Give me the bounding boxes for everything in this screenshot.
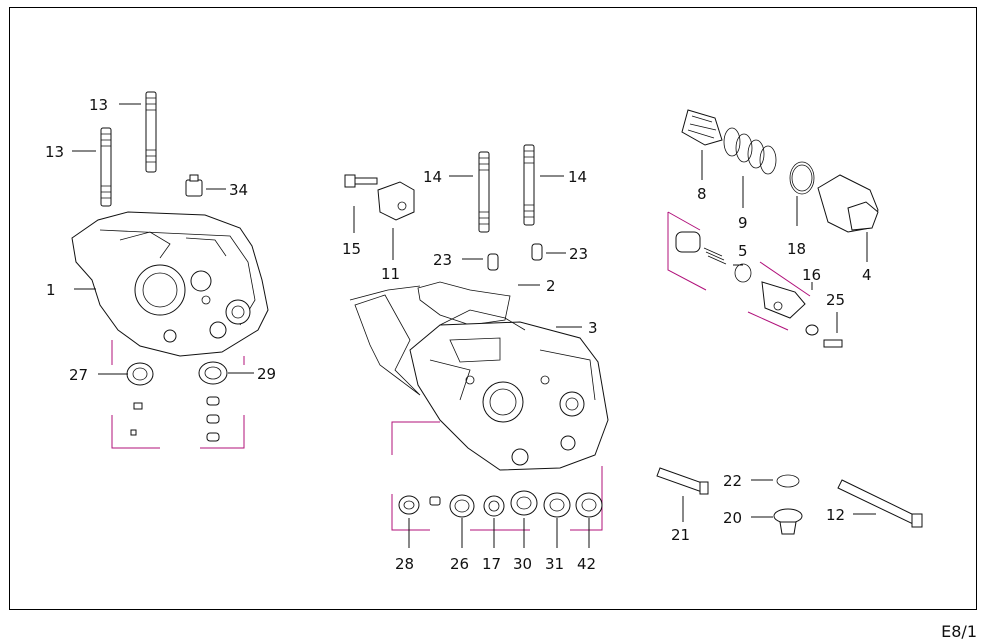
part-washer-25 <box>805 324 819 336</box>
part-spring-small <box>703 247 727 265</box>
part-bolt-15 <box>344 174 378 188</box>
callout-16: 16 <box>802 266 821 284</box>
part-sleeve-5 <box>675 231 701 253</box>
callout-14-right: 14 <box>568 168 587 186</box>
part-spring-9 <box>723 127 777 175</box>
group-bracket-left-b <box>200 356 245 449</box>
part-bushing-17 <box>483 495 505 517</box>
callout-25: 25 <box>826 291 845 309</box>
part-bolt-21 <box>656 467 709 495</box>
part-dowel-23-left <box>487 253 499 271</box>
part-dowel-23-right <box>531 243 543 261</box>
callout-11: 11 <box>381 265 400 283</box>
part-block-11 <box>377 181 415 221</box>
part-oring-18 <box>789 161 815 195</box>
part-bearing-42 <box>575 492 603 518</box>
callout-13-lower: 13 <box>45 143 64 161</box>
callout-5: 5 <box>738 242 748 260</box>
callout-20: 20 <box>723 509 742 527</box>
part-bushing-28 <box>398 495 420 515</box>
part-oring-small <box>734 263 752 283</box>
part-bearing-31 <box>543 492 571 518</box>
part-dowels-left <box>130 396 220 442</box>
leader-lines <box>72 103 876 548</box>
part-stud-13-upper <box>145 91 157 173</box>
callout-8: 8 <box>697 185 707 203</box>
callout-15: 15 <box>342 240 361 258</box>
callout-26: 26 <box>450 555 469 573</box>
diagram-frame <box>9 7 977 610</box>
callout-9: 9 <box>738 214 748 232</box>
callout-23-right: 23 <box>569 245 588 263</box>
part-stud-14-right <box>523 144 535 226</box>
page-code: E8/1 <box>941 622 977 641</box>
group-bracket-left-a <box>111 340 160 449</box>
callout-2: 2 <box>546 277 556 295</box>
callout-29: 29 <box>257 365 276 383</box>
callout-12: 12 <box>826 506 845 524</box>
callout-21: 21 <box>671 526 690 544</box>
group-bracket-center-right <box>570 466 603 531</box>
part-bolt-25 <box>823 339 843 348</box>
callout-31: 31 <box>545 555 564 573</box>
callout-30: 30 <box>513 555 532 573</box>
part-bolt-12 <box>837 479 923 528</box>
callout-27: 27 <box>69 366 88 384</box>
callout-42: 42 <box>577 555 596 573</box>
callout-28: 28 <box>395 555 414 573</box>
part-crankcase-right <box>409 309 609 471</box>
callout-34: 34 <box>229 181 248 199</box>
callout-17: 17 <box>482 555 501 573</box>
callout-13-upper: 13 <box>89 96 108 114</box>
callout-labels: 13 13 34 1 27 29 15 11 14 14 23 23 2 3 2… <box>45 96 872 573</box>
part-bearing-27 <box>126 362 154 386</box>
part-stud-14-left <box>478 151 490 233</box>
part-pin-small <box>429 496 441 506</box>
part-bearing-29 <box>198 361 228 385</box>
part-bushing-26 <box>449 494 475 518</box>
part-valve-16 <box>761 281 806 319</box>
callout-1: 1 <box>46 281 56 299</box>
part-filter-8 <box>681 109 723 146</box>
callout-18: 18 <box>787 240 806 258</box>
part-plug-4 <box>817 174 879 233</box>
callout-23-left: 23 <box>433 251 452 269</box>
part-nut-20 <box>773 508 803 535</box>
part-crankcase-left <box>71 211 269 357</box>
part-fitting-34 <box>185 174 203 197</box>
callout-4: 4 <box>862 266 872 284</box>
group-bracket-right <box>667 211 811 331</box>
callout-22: 22 <box>723 472 742 490</box>
part-stud-13-lower <box>100 127 112 207</box>
part-washer-22 <box>776 474 800 488</box>
group-bracket-center-top <box>391 421 440 455</box>
part-gasket-2 <box>349 281 511 396</box>
part-bearing-30 <box>510 490 538 516</box>
group-bracket-center-bottom <box>391 494 530 531</box>
callout-3: 3 <box>588 319 598 337</box>
callout-14-left: 14 <box>423 168 442 186</box>
